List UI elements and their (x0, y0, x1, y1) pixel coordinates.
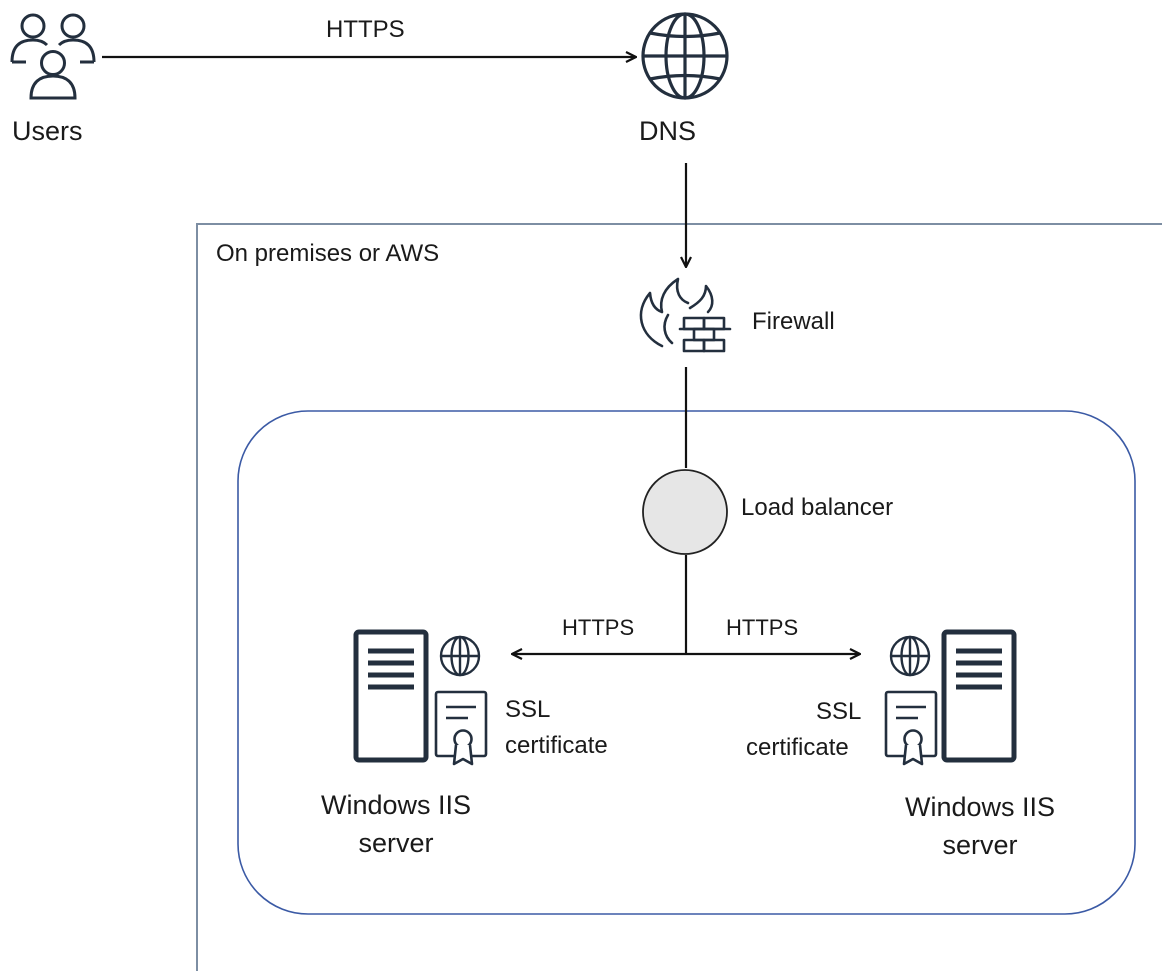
load-balancer-label: Load balancer (741, 494, 894, 521)
right-server-icon (941, 629, 1017, 763)
lb-left-protocol-label: HTTPS (562, 615, 635, 640)
users-icon (10, 13, 96, 100)
users-dns-protocol-label: HTTPS (326, 16, 405, 43)
right-globe-icon (889, 635, 931, 677)
right-ssl-label: SSL (816, 698, 862, 725)
left-server-name-line1: Windows IIS (320, 790, 472, 820)
right-certificate-icon (884, 690, 938, 766)
left-server-icon (353, 629, 429, 763)
load-balancer-node (642, 469, 728, 555)
boundary-label: On premises or AWS (216, 240, 440, 267)
firewall-label: Firewall (752, 308, 835, 335)
right-certificate-label: certificate (746, 734, 849, 761)
left-server-name-line2: server (358, 828, 434, 858)
firewall-icon (639, 277, 732, 353)
lb-right-protocol-label: HTTPS (726, 615, 799, 640)
boundary-box (196, 223, 1162, 971)
dns-label: DNS (639, 116, 697, 146)
left-globe-icon (439, 635, 481, 677)
left-certificate-icon (434, 690, 488, 766)
dns-globe-icon (641, 12, 729, 100)
right-server-name-line2: server (942, 830, 1018, 860)
right-server-name-line1: Windows IIS (904, 792, 1056, 822)
left-ssl-label: SSL (505, 696, 551, 723)
left-certificate-label: certificate (505, 732, 608, 759)
users-label: Users (12, 116, 83, 146)
